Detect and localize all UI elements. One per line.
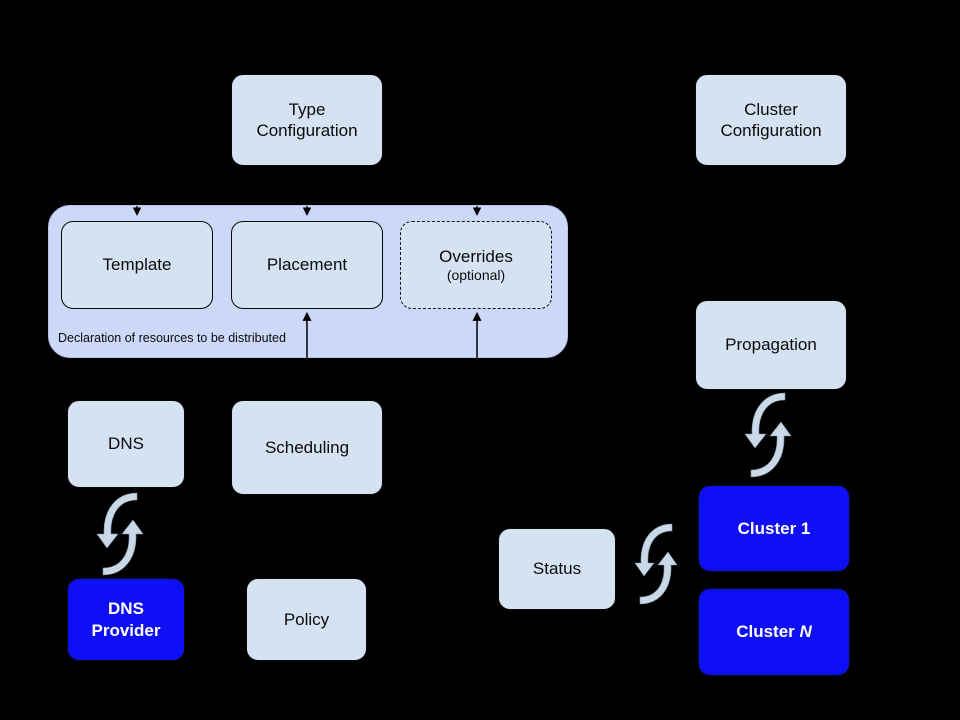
propagation-label: Propagation (725, 335, 817, 355)
dns-provider-line2: Provider (91, 620, 161, 640)
node-scheduling[interactable]: Scheduling (231, 400, 383, 495)
placement-label: Placement (266, 255, 348, 275)
cluster-n-emphasis: N (799, 622, 812, 642)
scheduling-label: Scheduling (264, 437, 350, 457)
distribution-group-caption: Declaration of resources to be distribut… (58, 331, 286, 345)
type-configuration-line2: Configuration (256, 121, 358, 140)
template-label: Template (102, 255, 172, 275)
node-placement[interactable]: Placement (231, 221, 383, 309)
node-propagation[interactable]: Propagation (695, 300, 847, 390)
cluster-configuration-line2: Configuration (720, 121, 822, 140)
status-label: Status (532, 559, 582, 579)
node-policy[interactable]: Policy (246, 578, 367, 661)
dns-label: DNS (108, 434, 144, 454)
node-cluster-n[interactable]: Cluster N (698, 588, 850, 676)
type-configuration-line1: Type (288, 99, 326, 119)
node-status[interactable]: Status (498, 528, 616, 610)
policy-label: Policy (283, 609, 330, 629)
cluster-n-label: Cluster (736, 622, 800, 642)
propagation-sync-icon (744, 392, 792, 478)
node-overrides[interactable]: Overrides (optional) (400, 221, 552, 309)
overrides-label: Overrides (439, 246, 513, 266)
overrides-sublabel: (optional) (446, 266, 506, 283)
node-dns[interactable]: DNS (67, 400, 185, 488)
dns-sync-icon (96, 492, 144, 576)
dns-provider-line1: DNS (108, 599, 144, 619)
status-sync-icon (634, 523, 678, 605)
node-dns-provider[interactable]: DNS Provider (67, 578, 185, 661)
node-template[interactable]: Template (61, 221, 213, 309)
node-type-configuration[interactable]: Type Configuration (231, 74, 383, 166)
cluster-configuration-line1: Cluster (744, 99, 798, 119)
cluster-1-label: Cluster 1 (737, 518, 811, 538)
node-cluster-1[interactable]: Cluster 1 (698, 485, 850, 572)
node-cluster-configuration[interactable]: Cluster Configuration (695, 74, 847, 166)
